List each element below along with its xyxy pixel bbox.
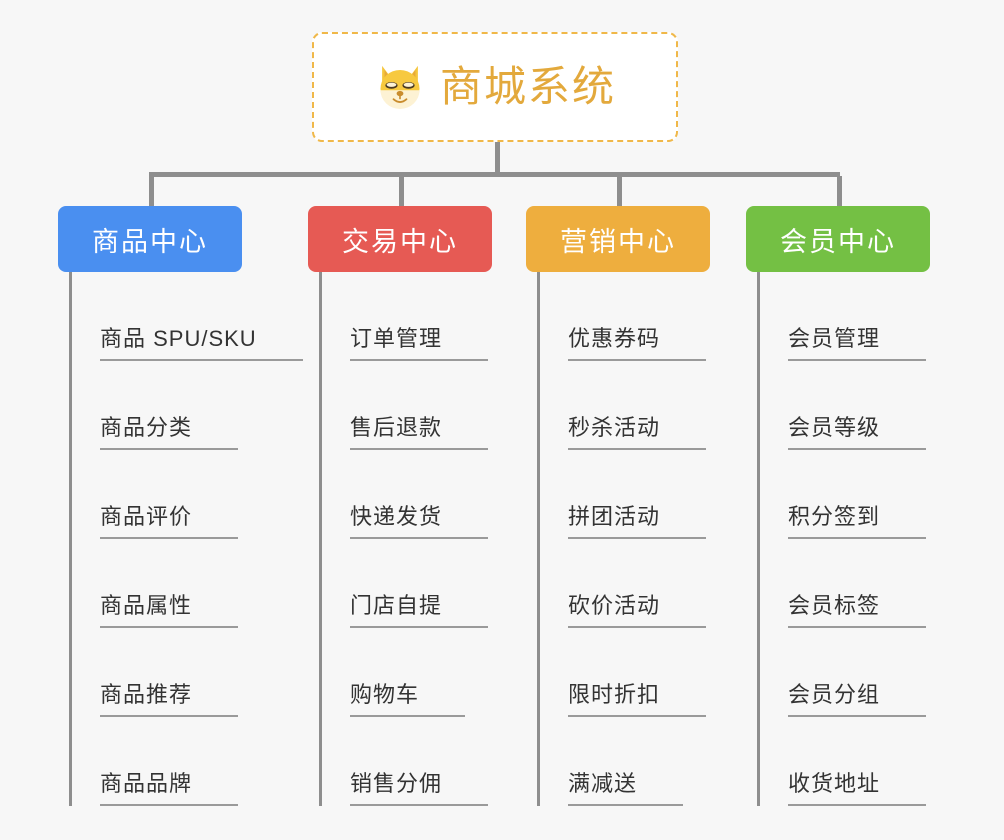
branch-header-trade[interactable]: 交易中心 — [308, 206, 492, 272]
branch-column-trade: 交易中心 订单管理 售后退款 快递发货 门店自提 购物车 销售分佣 — [308, 206, 492, 806]
connector-branch-stem-0 — [149, 176, 154, 208]
leaf-item[interactable]: 满减送 — [540, 717, 710, 806]
leaf-list-trade: 订单管理 售后退款 快递发货 门店自提 购物车 销售分佣 — [319, 272, 492, 806]
leaf-label: 满减送 — [568, 773, 684, 806]
leaf-label: 商品品牌 — [100, 773, 239, 806]
leaf-item[interactable]: 优惠券码 — [540, 272, 710, 361]
branch-header-product[interactable]: 商品中心 — [58, 206, 242, 272]
leaf-label: 会员分组 — [788, 684, 927, 717]
leaf-item[interactable]: 购物车 — [322, 628, 492, 717]
connector-branch-stem-3 — [837, 176, 842, 208]
leaf-item[interactable]: 商品评价 — [72, 450, 242, 539]
leaf-label: 拼团活动 — [568, 506, 707, 539]
leaf-item[interactable]: 快递发货 — [322, 450, 492, 539]
leaf-item[interactable]: 积分签到 — [760, 450, 930, 539]
branch-header-member[interactable]: 会员中心 — [746, 206, 930, 272]
root-title: 商城系统 — [439, 63, 616, 110]
branch-header-label: 会员中心 — [780, 226, 896, 257]
leaf-item[interactable]: 秒杀活动 — [540, 361, 710, 450]
leaf-label: 积分签到 — [788, 506, 927, 539]
leaf-label: 优惠券码 — [568, 328, 707, 361]
branch-column-marketing: 营销中心 优惠券码 秒杀活动 拼团活动 砍价活动 限时折扣 满减送 — [526, 206, 710, 806]
leaf-label: 会员等级 — [788, 417, 927, 450]
leaf-item[interactable]: 会员管理 — [760, 272, 930, 361]
leaf-item[interactable]: 收货地址 — [760, 717, 930, 806]
leaf-item[interactable]: 商品分类 — [72, 361, 242, 450]
leaf-label: 会员标签 — [788, 595, 927, 628]
shiba-dog-icon — [374, 61, 426, 113]
connector-branch-stem-2 — [617, 176, 622, 208]
leaf-list-product: 商品 SPU/SKU 商品分类 商品评价 商品属性 商品推荐 商品品牌 — [69, 272, 303, 806]
leaf-label: 订单管理 — [350, 328, 489, 361]
root-node[interactable]: 商城系统 — [312, 32, 678, 142]
leaf-item[interactable]: 商品推荐 — [72, 628, 242, 717]
leaf-item[interactable]: 会员标签 — [760, 539, 930, 628]
leaf-label: 会员管理 — [788, 328, 927, 361]
leaf-label: 商品分类 — [100, 417, 239, 450]
leaf-item[interactable]: 商品属性 — [72, 539, 242, 628]
branch-header-label: 交易中心 — [342, 226, 458, 257]
branch-column-product: 商品中心 商品 SPU/SKU 商品分类 商品评价 商品属性 商品推荐 商品品牌 — [58, 206, 303, 806]
connector-horizontal-bus — [149, 172, 840, 177]
leaf-label: 售后退款 — [350, 417, 489, 450]
leaf-item[interactable]: 拼团活动 — [540, 450, 710, 539]
branch-header-label: 营销中心 — [560, 226, 676, 257]
leaf-list-marketing: 优惠券码 秒杀活动 拼团活动 砍价活动 限时折扣 满减送 — [537, 272, 710, 806]
branch-header-marketing[interactable]: 营销中心 — [526, 206, 710, 272]
leaf-label: 限时折扣 — [568, 684, 707, 717]
leaf-item[interactable]: 砍价活动 — [540, 539, 710, 628]
leaf-label: 商品属性 — [100, 595, 239, 628]
leaf-item[interactable]: 销售分佣 — [322, 717, 492, 806]
leaf-label: 销售分佣 — [350, 773, 489, 806]
leaf-label: 购物车 — [350, 684, 466, 717]
leaf-item[interactable]: 限时折扣 — [540, 628, 710, 717]
branch-column-member: 会员中心 会员管理 会员等级 积分签到 会员标签 会员分组 收货地址 — [746, 206, 930, 806]
leaf-item[interactable]: 商品品牌 — [72, 717, 242, 806]
leaf-item[interactable]: 订单管理 — [322, 272, 492, 361]
leaf-label: 收货地址 — [788, 773, 927, 806]
branch-header-label: 商品中心 — [92, 226, 208, 257]
leaf-item[interactable]: 会员分组 — [760, 628, 930, 717]
connector-root-stem — [495, 142, 500, 174]
leaf-label: 快递发货 — [350, 506, 489, 539]
leaf-item[interactable]: 商品 SPU/SKU — [72, 272, 303, 361]
leaf-label: 门店自提 — [350, 595, 489, 628]
leaf-label: 秒杀活动 — [568, 417, 707, 450]
leaf-list-member: 会员管理 会员等级 积分签到 会员标签 会员分组 收货地址 — [757, 272, 930, 806]
leaf-label: 商品 SPU/SKU — [100, 328, 303, 361]
leaf-label: 砍价活动 — [568, 595, 707, 628]
connector-branch-stem-1 — [399, 176, 404, 208]
leaf-item[interactable]: 门店自提 — [322, 539, 492, 628]
leaf-label: 商品推荐 — [100, 684, 239, 717]
leaf-item[interactable]: 售后退款 — [322, 361, 492, 450]
leaf-label: 商品评价 — [100, 506, 239, 539]
leaf-item[interactable]: 会员等级 — [760, 361, 930, 450]
